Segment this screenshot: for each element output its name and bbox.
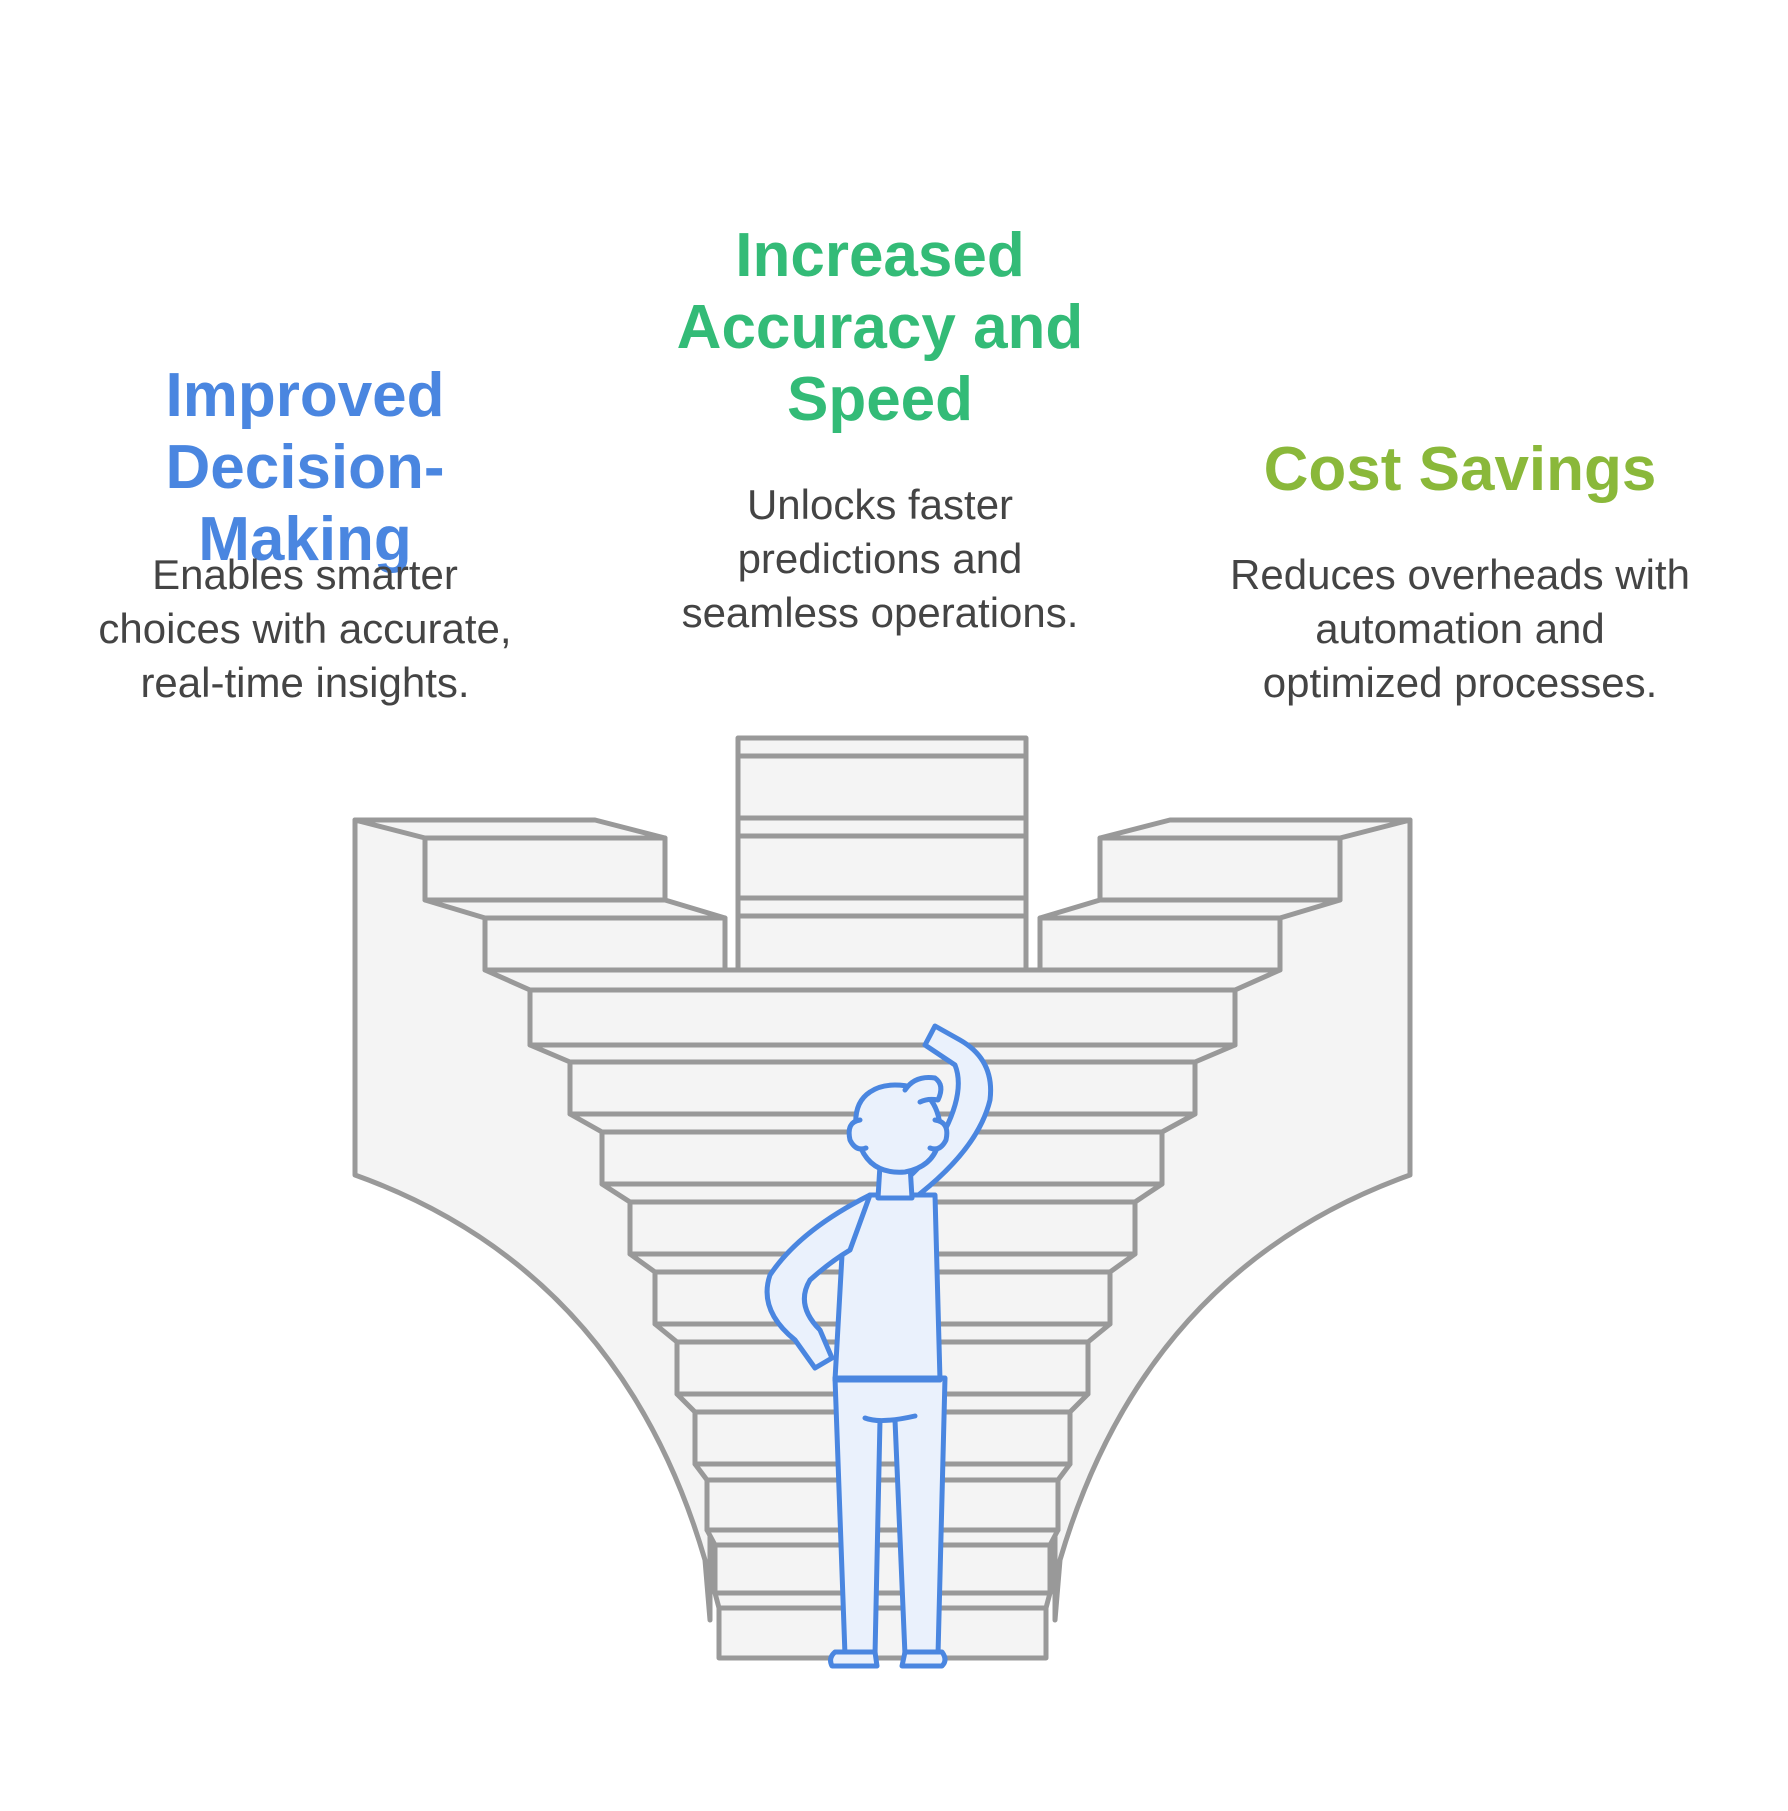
center-step-riser (527, 987, 1238, 1048)
left-step-top-2 (422, 897, 728, 921)
person-head (853, 1082, 943, 1175)
center-step (482, 967, 1283, 993)
person-ear-left (846, 1117, 869, 1152)
right-step-top-1-riser (1097, 835, 1343, 903)
center-column (735, 735, 1029, 973)
person-foot-left (828, 1649, 880, 1669)
right-step-top-2 (1037, 897, 1343, 921)
item-description-cost-savings: Reduces overheads with automation and op… (1230, 551, 1690, 706)
person-ear-right (927, 1117, 950, 1152)
center-step-riser (716, 1605, 1049, 1661)
item-description-increased-accuracy-and-speed: Unlocks faster predictions and seamless … (681, 481, 1079, 636)
person-foot-right (899, 1649, 948, 1669)
person-hand (902, 1075, 944, 1105)
left-step-top-2-riser (482, 915, 728, 973)
center-step-riser (712, 1542, 1053, 1596)
center-step-riser (704, 1477, 1061, 1533)
thinking-person-icon (764, 1023, 994, 1669)
person-belt (862, 1413, 918, 1424)
center-step (527, 1042, 1238, 1065)
right-step-top-2-riser (1037, 915, 1283, 973)
left-step-top-1-riser (422, 835, 668, 903)
item-description-improved-decision-making: Enables smarter choices with accurate, r… (98, 551, 512, 706)
item-title-increased-accuracy-and-speed: Increased Accuracy and Speed (676, 221, 1084, 434)
item-title-cost-savings: Cost Savings (1263, 435, 1657, 504)
person-arm-hip (764, 1192, 873, 1371)
item-title-improved-decision-making: Improved Decision-Making (165, 361, 445, 574)
